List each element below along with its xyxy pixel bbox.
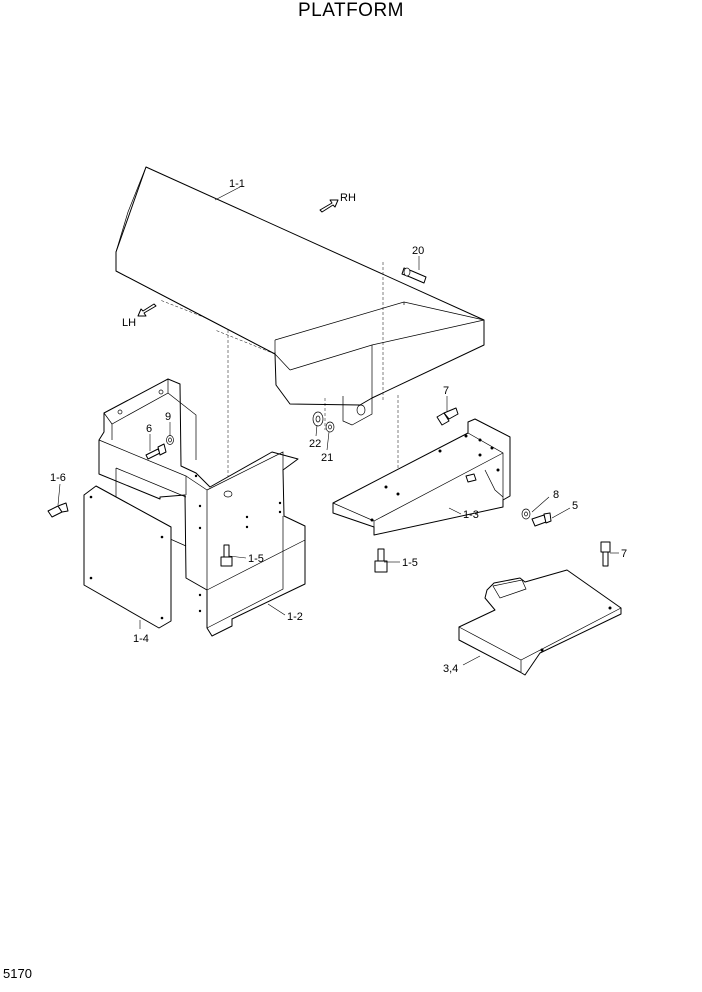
pin-20 [401, 267, 427, 284]
page-title: PLATFORM [297, 0, 405, 21]
washer-8 [521, 508, 531, 520]
bolt-7-right [600, 541, 611, 567]
callout-6: 6 [146, 423, 152, 435]
channel-bracket-1-3 [332, 418, 511, 536]
callout-5: 5 [572, 500, 578, 512]
callout-rh: RH [340, 192, 356, 204]
rh-direction-arrow-icon [319, 199, 339, 213]
callout-8: 8 [553, 489, 559, 501]
platform-cover-1-1 [115, 166, 485, 426]
bolt-6 [145, 443, 167, 460]
callout-1-2: 1-2 [287, 611, 303, 623]
callout-1-5-left: 1-5 [248, 553, 264, 565]
lh-direction-arrow-icon [137, 303, 157, 317]
washer-21 [325, 421, 335, 433]
callout-7-top: 7 [443, 385, 449, 397]
bolt-1-6 [47, 502, 69, 518]
page-number: 5170 [3, 966, 32, 981]
bolt-1-5-left [220, 544, 233, 567]
callout-9: 9 [165, 411, 171, 423]
step-plate-3-4 [458, 569, 622, 676]
callout-22: 22 [309, 438, 321, 450]
washer-22 [312, 411, 324, 427]
cover-plate-1-4 [83, 485, 172, 629]
callout-21: 21 [321, 452, 333, 464]
callout-1-3: 1-3 [463, 509, 479, 521]
callout-1-5-right: 1-5 [402, 557, 418, 569]
bolt-7-top [436, 407, 459, 426]
callout-1-6: 1-6 [50, 472, 66, 484]
washer-9 [166, 435, 174, 445]
support-bracket-1-2 [98, 378, 306, 637]
callout-20: 20 [412, 245, 424, 257]
callout-1-1: 1-1 [229, 178, 245, 190]
leader-lines [57, 186, 619, 666]
callout-lh: LH [122, 317, 136, 329]
callout-3-4: 3,4 [443, 663, 458, 675]
bolt-1-5-right [374, 548, 388, 573]
callout-1-4: 1-4 [133, 633, 149, 645]
bolt-5 [531, 512, 552, 527]
callout-7-right: 7 [621, 548, 627, 560]
